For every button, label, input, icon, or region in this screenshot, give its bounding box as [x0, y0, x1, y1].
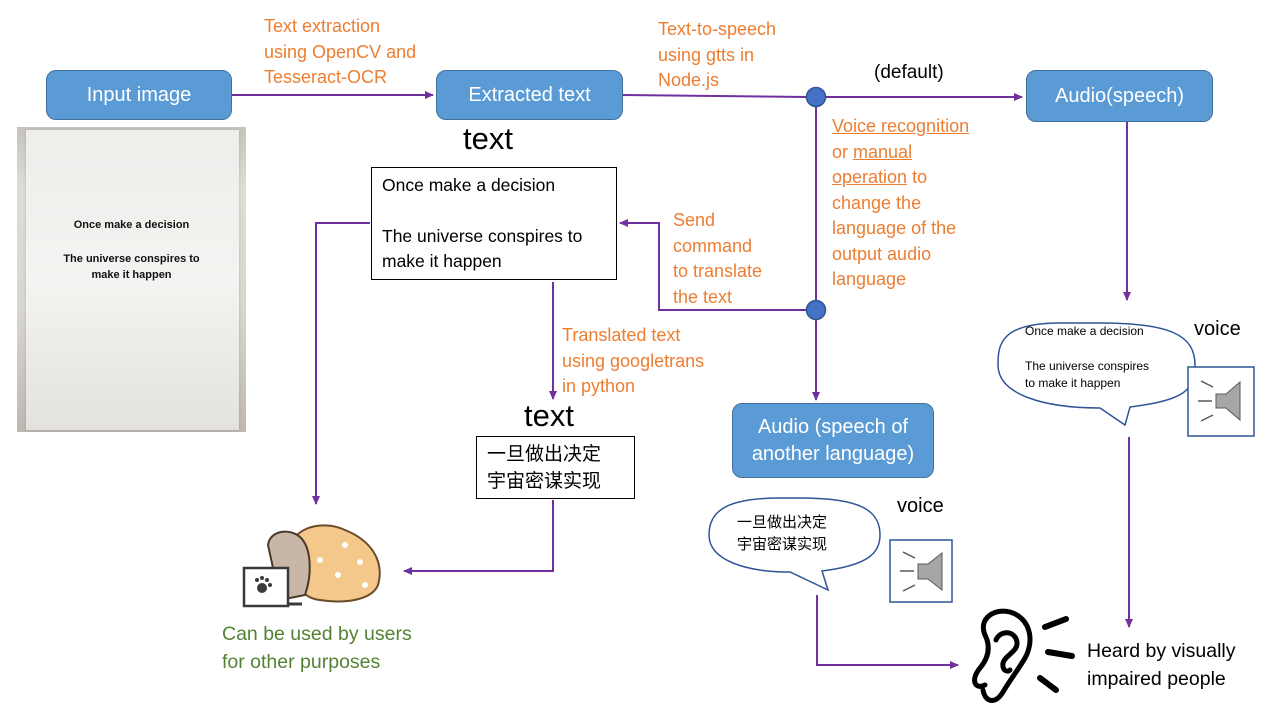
photo-text-line1: Once make a decision [73, 219, 190, 231]
send-command-line: Send [673, 210, 716, 230]
text-heading-english: text [463, 121, 513, 156]
send-command-line: command [673, 235, 753, 256]
voice-rec-line2: or manual [832, 140, 969, 166]
english-text-line: make it happen [382, 251, 502, 271]
heard-label-line: Heard by visually [1087, 640, 1236, 662]
send-command-line: the text [673, 286, 733, 307]
heard-label: Heard by visually impaired people [1087, 637, 1235, 693]
tts-label-line: Text-to-speech [658, 19, 777, 39]
english-text-line: The universe conspires to [382, 225, 583, 246]
voice-recognition-label: Voice recognition or manual operation to… [832, 114, 969, 293]
ocr-label-line: using OpenCV and [264, 41, 417, 62]
voice-rec-line3: operation to [832, 165, 969, 191]
bubble-english-text: Once make a decision The universe conspi… [1025, 323, 1149, 393]
junction-dot-2 [805, 299, 827, 321]
arrow-textbox-to-users [312, 222, 370, 505]
voice-rec-w2: or [832, 141, 849, 162]
voice-rec-w1: Voice recognition [832, 116, 970, 136]
speech-bubble-english [997, 322, 1196, 427]
users-label-line: Can be used by users [222, 623, 412, 645]
bubble-chinese-text: 一旦做出决定 宇宙密谋实现 [737, 512, 827, 556]
default-label: (default) [874, 62, 944, 83]
voice-rec-line1: Voice recognition [832, 114, 969, 140]
ocr-label-line: Text extraction [264, 16, 381, 36]
speaker-icon-2 [889, 539, 953, 603]
voice-rec-line: language [832, 269, 907, 289]
voice-rec-line: change the [832, 192, 922, 213]
junction-dot-1 [805, 86, 827, 108]
translated-line: using googletrans [562, 350, 705, 371]
ear-icon [972, 608, 1075, 703]
voice-rec-w4: operation [832, 167, 908, 187]
translated-line: in python [562, 376, 636, 396]
english-text-box: Once make a decision The universe conspi… [371, 167, 617, 280]
send-command-line: to translate [673, 261, 763, 281]
translated-label: Translated text using googletrans in pyt… [562, 323, 704, 400]
arrow-chinese-to-users [403, 500, 554, 575]
ocr-label-line: Tesseract-OCR [264, 67, 388, 87]
bubble-english-spacer [1025, 341, 1149, 358]
send-command-label: Send command to translate the text [673, 208, 762, 310]
bubble-english-line: Once make a decision [1025, 324, 1144, 338]
voice-rec-line: language of the [832, 218, 957, 238]
photo-text-line3: make it happen [91, 269, 172, 281]
photo-text-line2: The universe conspires to [63, 253, 200, 265]
chinese-text-line: 一旦做出决定 [487, 444, 602, 465]
bubble-chinese-line: 一旦做出决定 [737, 514, 828, 531]
voice-heading-1: voice [1194, 318, 1241, 340]
arrow-junction2-to-textbox [619, 219, 806, 311]
english-text-spacer [382, 199, 606, 224]
ocr-label: Text extraction using OpenCV and Tessera… [264, 14, 416, 91]
cat-laptop-icon [242, 524, 381, 608]
users-label: Can be used by users for other purposes [222, 620, 412, 676]
tts-label: Text-to-speech using gtts in Node.js [658, 17, 776, 94]
bubble-english-line: The universe conspires [1025, 358, 1150, 373]
translated-line: Translated text [562, 325, 681, 345]
arrow-extracted-to-junction [622, 94, 807, 98]
text-heading-chinese: text [524, 398, 574, 433]
heard-label-line: impaired people [1087, 668, 1226, 690]
chinese-text-line: 宇宙密谋实现 [487, 471, 602, 492]
chinese-text-box: 一旦做出决定 宇宙密谋实现 [476, 436, 635, 499]
voice-rec-w3: manual [853, 141, 913, 162]
input-image-node[interactable]: Input image [46, 70, 232, 120]
tts-label-line: using gtts in [658, 44, 755, 65]
bubble-chinese-line: 宇宙密谋实现 [737, 536, 828, 553]
speaker-icon-1 [1187, 366, 1255, 437]
tts-label-line: Node.js [658, 70, 720, 90]
speech-bubble-chinese [708, 497, 881, 592]
voice-rec-w5: to [912, 167, 928, 187]
audio-other-language-node[interactable]: Audio (speech of another language) [732, 403, 934, 478]
audio-speech-node[interactable]: Audio(speech) [1026, 70, 1213, 122]
users-label-line: for other purposes [222, 651, 381, 673]
bubble-english-line: to make it happen [1025, 376, 1121, 390]
arrow-voice2-to-ear [816, 595, 959, 669]
english-text-line: Once make a decision [382, 175, 556, 195]
paper-sheet [26, 130, 239, 430]
voice-heading-2: voice [897, 495, 944, 517]
extracted-text-node[interactable]: Extracted text [436, 70, 623, 120]
input-photo: Once make a decision The universe conspi… [17, 127, 246, 432]
voice-rec-line: output audio [832, 243, 932, 264]
